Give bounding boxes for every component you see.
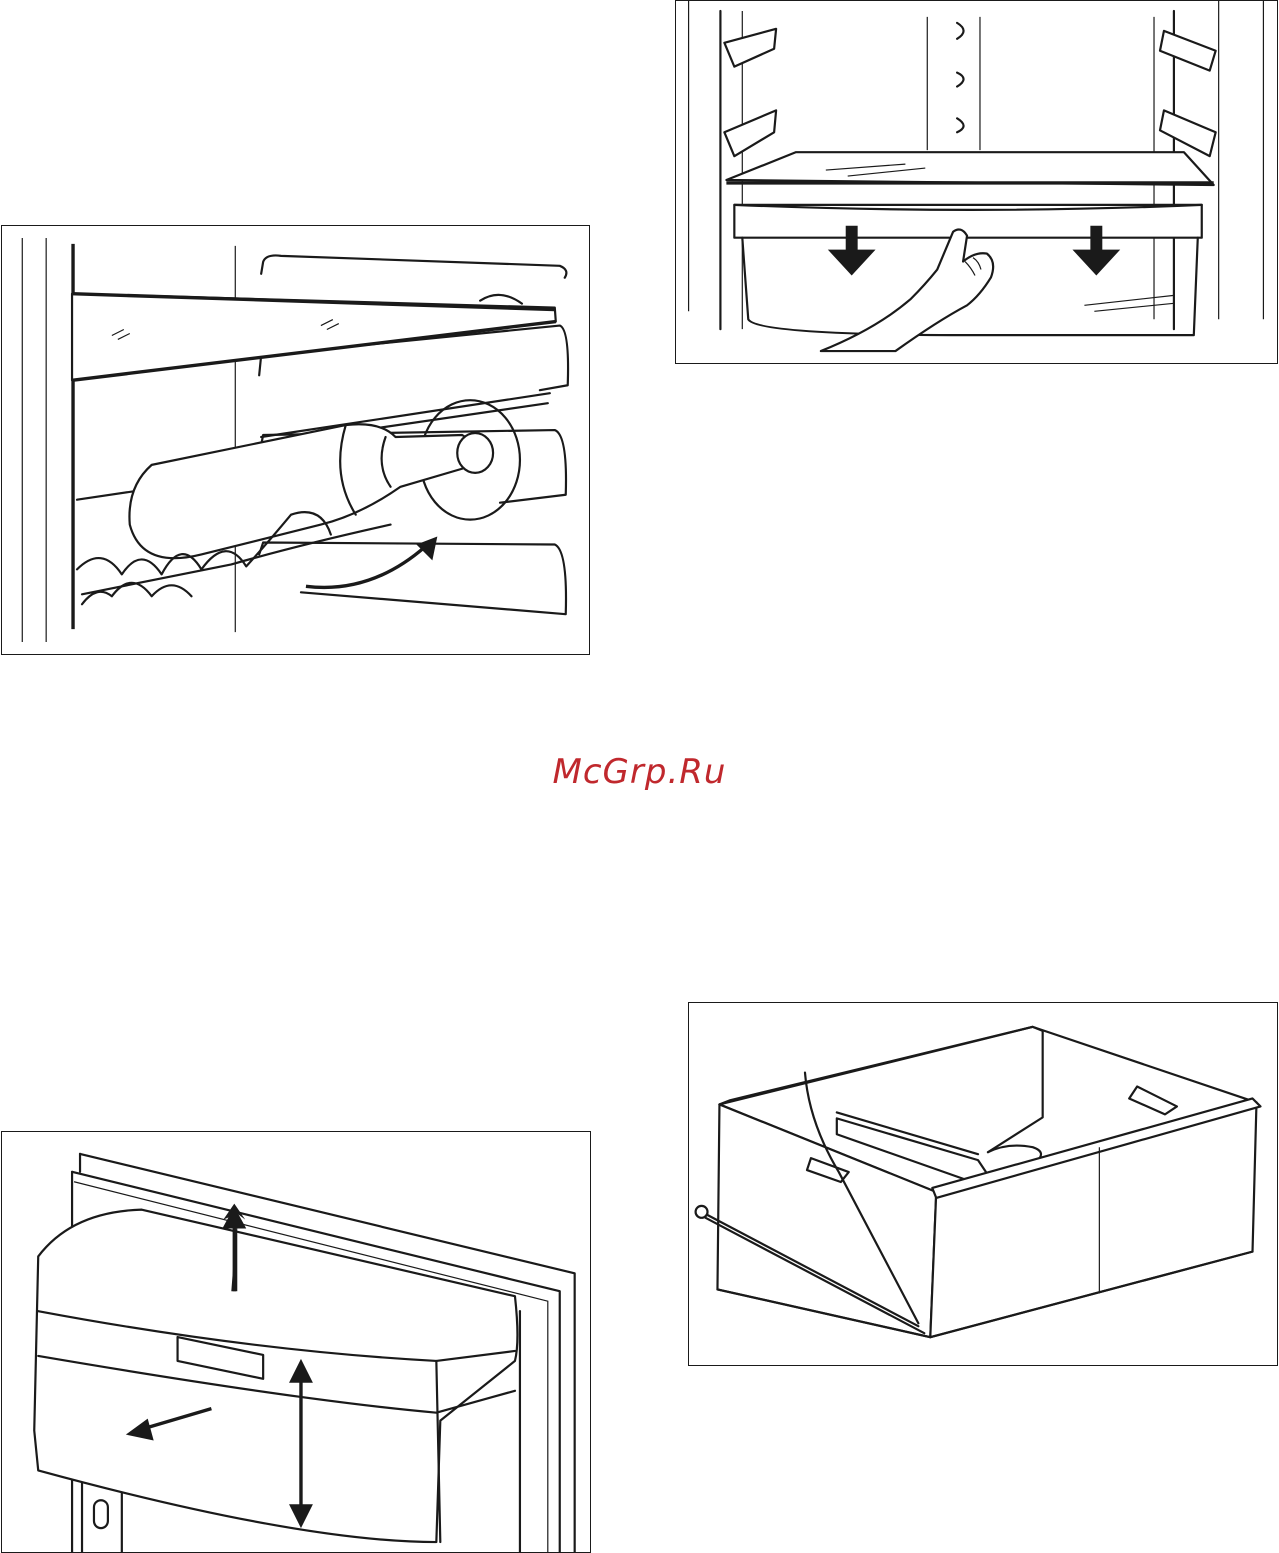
vegetable-drawer-drawing bbox=[689, 1003, 1277, 1365]
door-shelf-illustration bbox=[1, 1131, 591, 1553]
bottle-rack-drawing bbox=[2, 226, 589, 654]
vegetable-drawer-illustration bbox=[688, 1002, 1278, 1366]
door-shelf-drawing bbox=[2, 1132, 590, 1552]
watermark-text: McGrp.Ru bbox=[0, 752, 1279, 792]
crisper-drawer-removal-illustration bbox=[675, 0, 1278, 364]
bottle-rack-illustration bbox=[1, 225, 590, 655]
crisper-drawer-drawing bbox=[676, 1, 1277, 363]
